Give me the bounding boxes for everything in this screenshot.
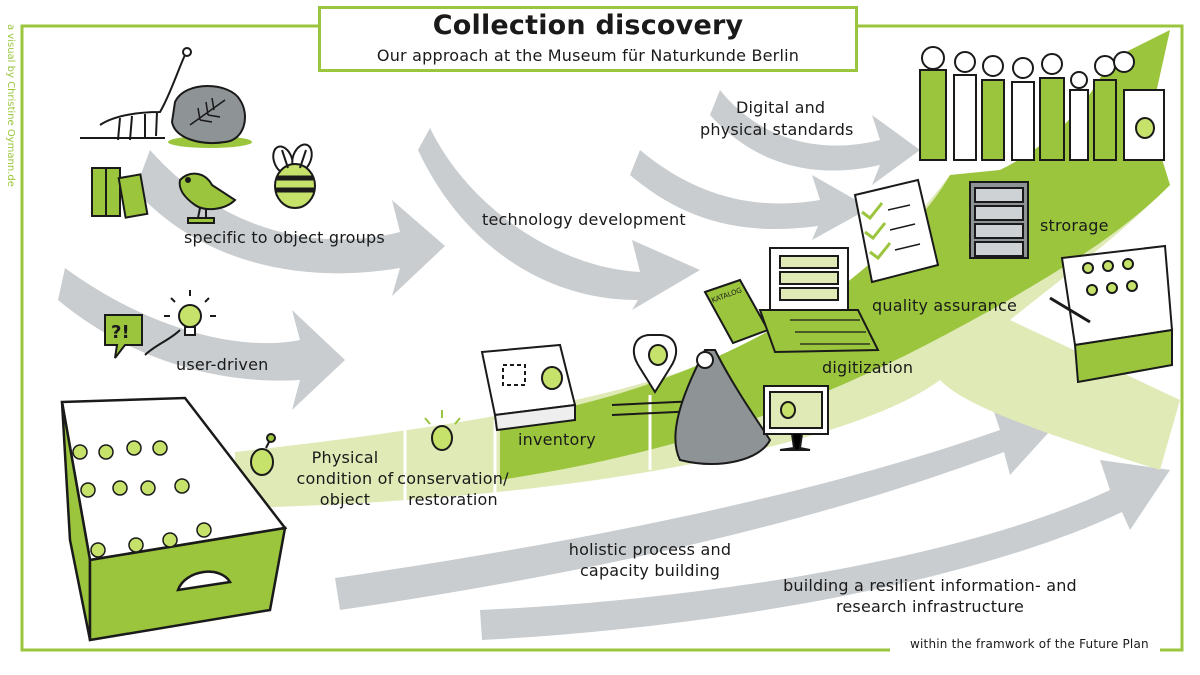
label-physical-line2: condition of: [296, 469, 394, 488]
drawer-bees: [72, 440, 212, 558]
question-exclamation-speech-bubble-icon: ?!: [104, 314, 181, 359]
people-group-icon: [919, 46, 1165, 161]
label-resilient-line1: building a resilient information- and: [783, 576, 1077, 595]
specimen-drawer-right-icon: [1049, 244, 1174, 384]
laptop-icon: [758, 247, 880, 354]
label-resilient-line2: research infrastructure: [835, 597, 1025, 616]
label-standards-line2: physical standards: [700, 120, 854, 139]
checklist-icon: [853, 178, 940, 284]
label-holistic-line2: capacity building: [579, 561, 721, 580]
label-holistic-line1: holistic process and: [568, 540, 732, 559]
bird-icon: [178, 172, 237, 224]
monitor-icon: [763, 385, 829, 451]
specimen-drawer-icon: [60, 396, 288, 642]
lightbulb-icon: [164, 290, 216, 336]
credit-text: a visual by Christine Oymann.de: [5, 24, 16, 187]
frame-border: [20, 24, 890, 652]
arrow-holistic-process: [335, 400, 1060, 610]
svg-text:?!: ?!: [111, 322, 130, 343]
arrow-resilient-infrastructure: [480, 460, 1170, 640]
arrow-standards-top: [710, 90, 920, 185]
label-user-driven: user-driven: [176, 355, 269, 374]
label-quality-assurance: quality assurance: [872, 296, 1018, 315]
conveyor-scanner-icon: [611, 349, 772, 465]
location-pin-icon: [632, 334, 678, 394]
label-storage: strorage: [1040, 216, 1109, 235]
label-physical-line1: Physical: [311, 448, 379, 467]
label-conservation-line1: conservation/: [397, 469, 509, 488]
bee-pin-icon: [250, 433, 276, 476]
label-digitization: digitization: [822, 358, 914, 377]
label-inventory: inventory: [518, 430, 596, 449]
label-technology-development: technology development: [482, 210, 686, 229]
label-physical-line3: object: [319, 490, 371, 509]
title-box: [318, 6, 858, 72]
storage-cabinet-icon: [969, 181, 1029, 259]
page-title: Collection discovery: [432, 10, 744, 41]
bee-icon: [272, 143, 316, 209]
label-standards-line1: Digital and: [736, 98, 826, 117]
label-specific-to-object-groups: specific to object groups: [184, 228, 385, 247]
fossil-stone-icon: [168, 85, 252, 148]
bee-sparkle-icon: [424, 410, 461, 451]
arrow-specific-to-object-groups: [135, 150, 445, 296]
catalog-book-icon: KATALOG: [703, 278, 770, 345]
footer-note: within the framwork of the Future Plan: [910, 637, 1149, 651]
arrow-standards: [630, 150, 870, 240]
page-subtitle: Our approach at the Museum für Naturkund…: [376, 46, 800, 65]
arrow-user-driven: [58, 268, 345, 410]
dinosaur-skeleton-icon: [80, 47, 192, 141]
arrow-technology-development: [418, 128, 700, 310]
frame-border-right: [858, 24, 1184, 652]
inventory-box-icon: [480, 343, 577, 432]
books-icon: [91, 167, 149, 219]
label-conservation-line2: restoration: [408, 490, 498, 509]
